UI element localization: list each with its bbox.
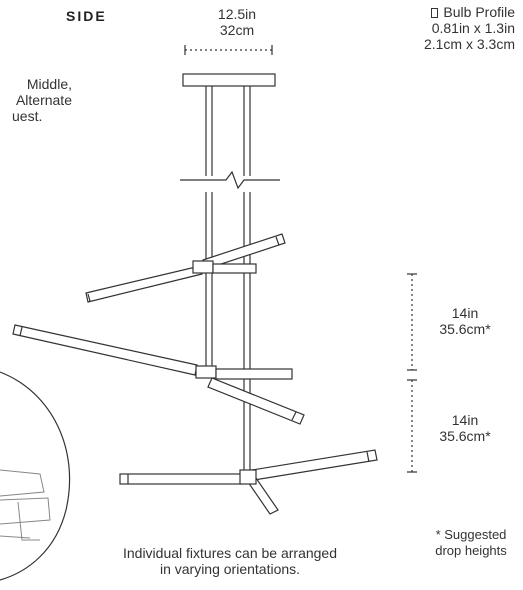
note-line: Middle, <box>26 76 72 92</box>
fixture-hub <box>192 260 214 274</box>
drop-2-imperial: 14in <box>451 412 479 428</box>
fixture-hub <box>195 365 217 379</box>
bulb-profile-title: Bulb Profile <box>380 4 515 20</box>
light-arm <box>207 377 305 425</box>
note-line: uest. <box>12 108 43 124</box>
footnote-line: drop heights <box>435 543 507 558</box>
detail-magnifier-circle <box>0 371 71 581</box>
light-arm <box>119 473 243 485</box>
note-line: Alternate <box>15 92 72 108</box>
caption-line: in varying orientations. <box>159 561 301 577</box>
rectangle-outline-icon <box>431 8 439 18</box>
drop-1-imperial: 14in <box>451 305 479 321</box>
caption-line: Individual fixtures can be arranged <box>122 545 338 561</box>
fixture-hub <box>239 469 257 485</box>
detail-texture <box>0 469 45 497</box>
light-arm <box>85 265 203 303</box>
bulb-profile-imperial: 0.81in x 1.3in <box>431 20 515 36</box>
footnote-line: * Suggested <box>435 527 507 542</box>
drop-2-metric: 35.6cm* <box>439 428 491 444</box>
width-metric: 32cm <box>219 22 255 38</box>
width-imperial: 12.5in <box>217 6 257 22</box>
view-label: SIDE <box>66 8 107 24</box>
light-arm <box>215 368 293 380</box>
canopy <box>182 73 276 87</box>
light-arm <box>212 263 257 274</box>
light-arm <box>12 324 198 376</box>
break-mark <box>180 170 280 190</box>
drop-1-metric: 35.6cm* <box>439 321 491 337</box>
bulb-profile-label: Bulb Profile <box>443 4 515 20</box>
bulb-profile-metric: 2.1cm x 3.3cm <box>423 36 515 52</box>
light-arm <box>251 449 378 481</box>
